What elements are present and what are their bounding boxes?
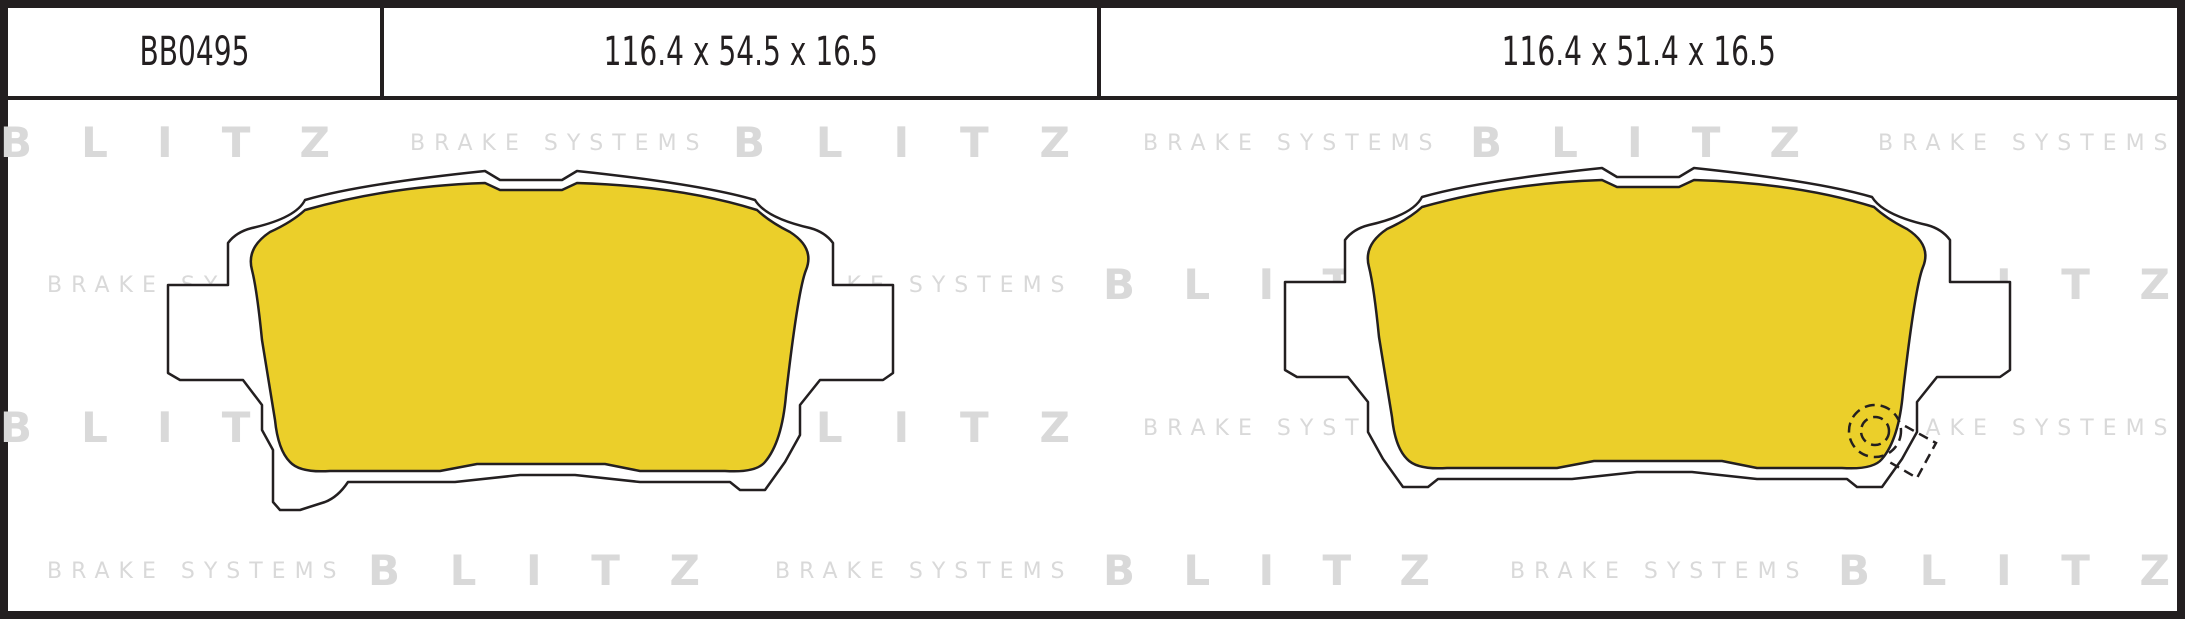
header-table: BB0495 116.4 x 54.5 x 16.5 116.4 x 51.4 … (8, 8, 2177, 100)
part-number-cell: BB0495 (8, 8, 384, 96)
part-number: BB0495 (139, 29, 249, 75)
left-pad-dimensions: 116.4 x 54.5 x 16.5 (603, 29, 878, 75)
left-dimensions-cell: 116.4 x 54.5 x 16.5 (384, 8, 1101, 96)
right-dimensions-cell: 116.4 x 51.4 x 16.5 (1101, 8, 2177, 96)
right-pad-dimensions: 116.4 x 51.4 x 16.5 (1501, 29, 1777, 75)
